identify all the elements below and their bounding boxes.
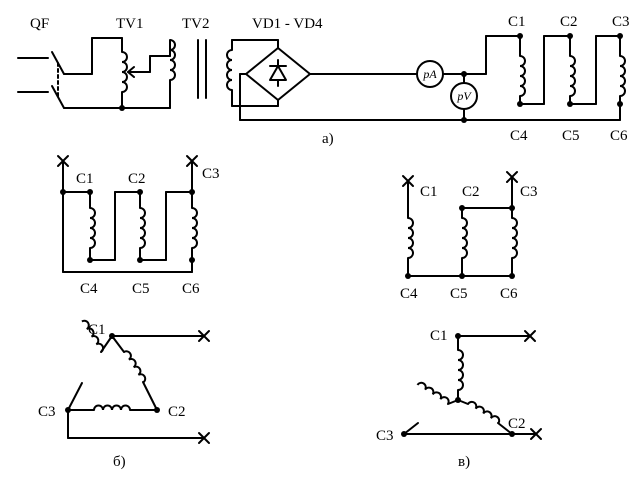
label-c1-star-sym: C1: [430, 328, 448, 344]
ammeter-label: pA: [422, 67, 437, 81]
label-c1-star: C1: [420, 184, 438, 200]
voltmeter: pV: [450, 73, 478, 123]
label-c2-top: C2: [560, 14, 578, 30]
label-c4-top: C4: [510, 128, 528, 144]
label-c6-top: C6: [610, 128, 628, 144]
stator-windings-chain: [239, 33, 626, 121]
label-c3-top: C3: [612, 14, 630, 30]
delta-connection-diagram: C1 C3 C2 б): [38, 318, 210, 470]
rectifier-bridge: [239, 39, 417, 121]
label-c3-delta-tri: C3: [38, 404, 56, 420]
label-c1-top: C1: [508, 14, 526, 30]
voltmeter-label: pV: [456, 89, 472, 103]
transformer-tv2: [169, 39, 279, 109]
label-part-a: а): [322, 131, 334, 147]
measurement-schematic: pA pV: [17, 14, 630, 147]
label-tv2: TV2: [182, 16, 210, 32]
breaker-qf: [17, 37, 123, 109]
label-c5-delta: C5: [132, 281, 150, 297]
delta-wiring-layout: C1 C2 C3 C4 C5 C6: [57, 155, 220, 297]
label-c4-star: C4: [400, 286, 418, 302]
label-c3-star: C3: [520, 184, 538, 200]
star-wiring-layout: C1 C2 C3 C4 C5 C6: [400, 171, 538, 302]
label-c2-star-sym: C2: [508, 416, 526, 432]
label-part-v: в): [458, 454, 470, 470]
label-qf: QF: [30, 16, 49, 32]
label-c6-star: C6: [500, 286, 518, 302]
ammeter: pA: [416, 35, 521, 88]
label-c3-delta: C3: [202, 166, 220, 182]
label-c2-delta: C2: [128, 171, 146, 187]
label-c3-star-sym: C3: [376, 428, 394, 444]
label-tv1: TV1: [116, 16, 144, 32]
label-c6-delta: C6: [182, 281, 200, 297]
label-c2-star: C2: [462, 184, 480, 200]
label-c5-top: C5: [562, 128, 580, 144]
label-c5-star: C5: [450, 286, 468, 302]
autotransformer-tv1: [119, 37, 171, 111]
label-c1-delta-tri: C1: [88, 322, 106, 338]
star-connection-diagram: C1 C3 C2 в): [376, 328, 542, 470]
label-c4-delta: C4: [80, 281, 98, 297]
label-vd: VD1 - VD4: [252, 16, 323, 32]
label-c1-delta: C1: [76, 171, 94, 187]
label-c2-delta-tri: C2: [168, 404, 186, 420]
label-part-b: б): [113, 454, 126, 470]
